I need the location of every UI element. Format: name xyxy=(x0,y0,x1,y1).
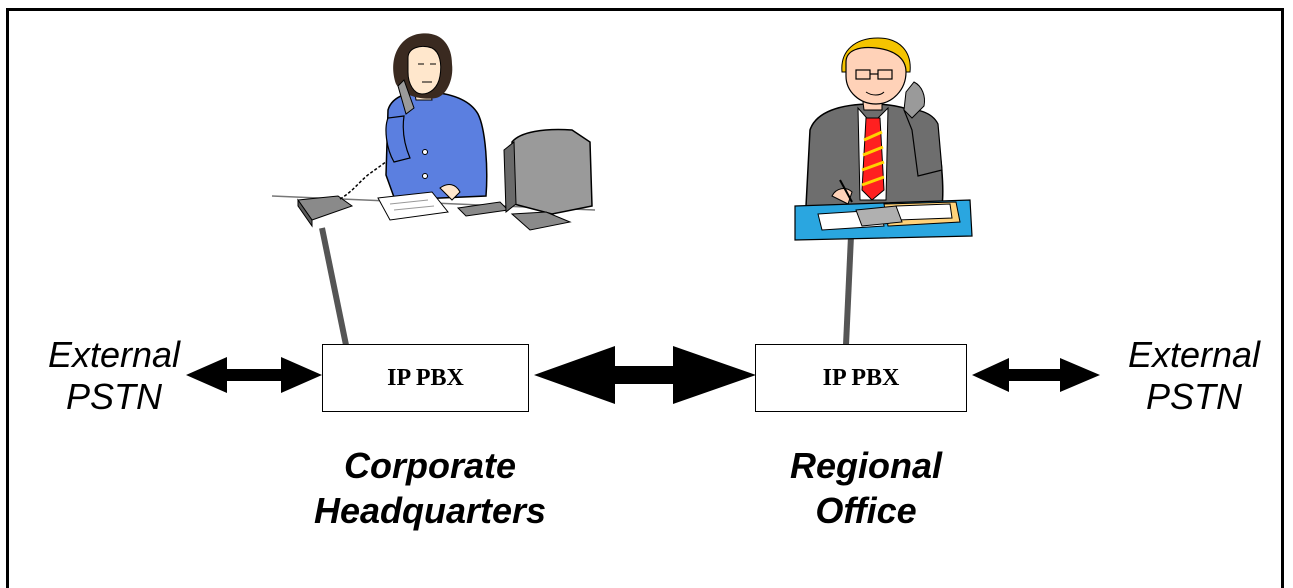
left-external-pstn-label: External PSTN xyxy=(24,334,204,418)
hq-ip-pbx-box: IP PBX xyxy=(322,344,529,412)
left-external-line2: PSTN xyxy=(65,376,162,417)
regional-man-clipart xyxy=(794,37,973,241)
hq-site-label: Corporate Headquarters xyxy=(280,443,580,533)
hq-site-line2: Headquarters xyxy=(313,490,547,531)
left-pstn-arrow xyxy=(186,357,322,393)
diagram-artwork xyxy=(186,33,1100,404)
regional-user-connector xyxy=(843,235,854,346)
right-external-pstn-label: External PSTN xyxy=(1104,334,1284,418)
right-external-line2: PSTN xyxy=(1145,376,1242,417)
hq-site-line1: Corporate xyxy=(343,445,517,486)
right-pstn-arrow xyxy=(972,358,1100,392)
diagram-frame xyxy=(6,8,1284,588)
regional-site-label: Regional Office xyxy=(756,443,976,533)
regional-ip-pbx-box: IP PBX xyxy=(755,344,967,412)
left-external-line1: External xyxy=(47,334,181,375)
regional-site-line2: Office xyxy=(815,490,917,531)
regional-ip-pbx-label: IP PBX xyxy=(822,364,900,391)
right-external-line1: External xyxy=(1127,334,1261,375)
hq-user-connector xyxy=(319,227,349,346)
hq-ip-pbx-label: IP PBX xyxy=(387,364,464,391)
hq-woman-clipart xyxy=(271,33,596,231)
inter-site-arrow xyxy=(534,346,756,404)
regional-site-line1: Regional xyxy=(789,445,942,486)
